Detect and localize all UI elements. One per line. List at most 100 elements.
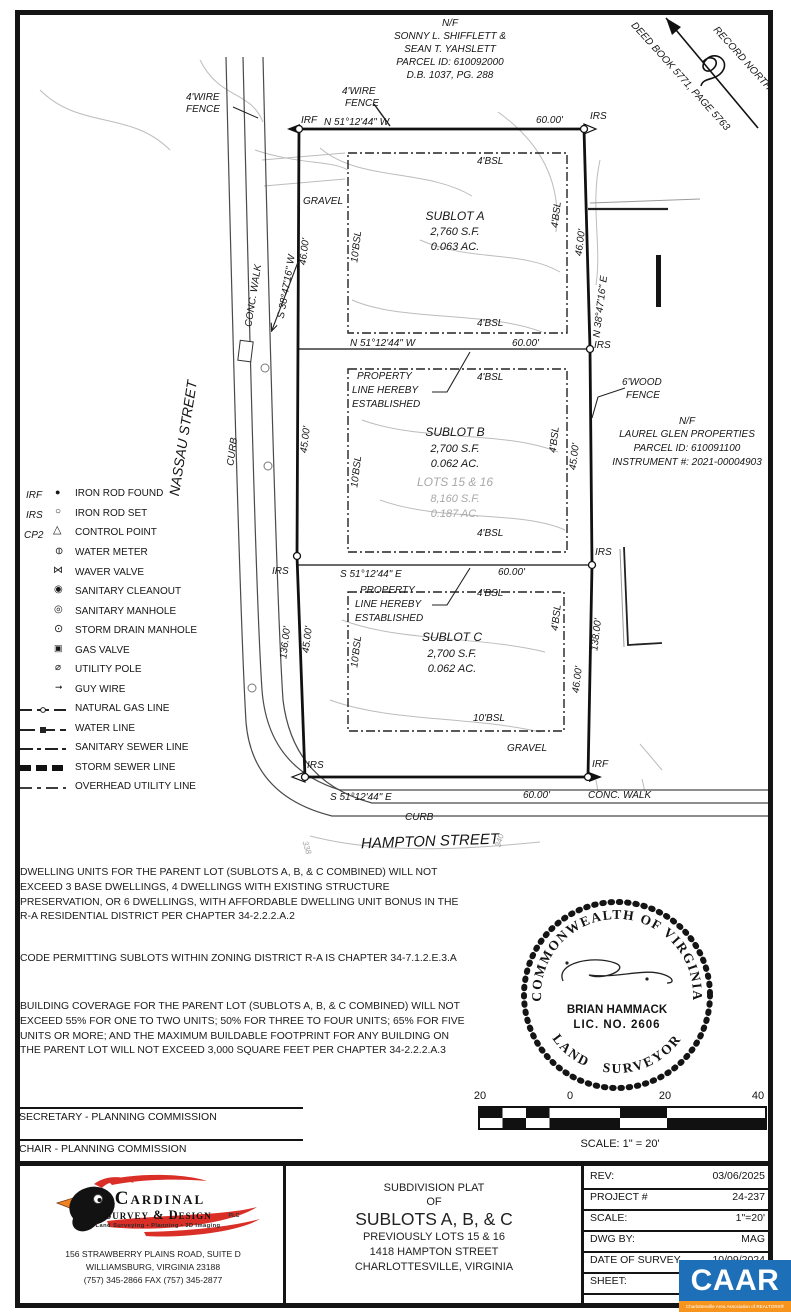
info-scale-label: SCALE: <box>590 1212 628 1224</box>
control-point-icon: △ <box>53 524 62 536</box>
plat-title-line6: CHARLOTTESVILLE, VIRGINIA <box>354 1261 514 1273</box>
gravel-label-south: GRAVEL <box>507 743 548 754</box>
curb-label-hampton: CURB <box>405 812 434 823</box>
setback-lines <box>347 152 568 732</box>
firm-phone: (757) 345-2866 FAX (757) 345-2877 <box>83 1275 223 1285</box>
bsl-a-top: 4'BSL <box>477 156 504 167</box>
note-code-permitting: CODE PERMITTING SUBLOTS WITHIN ZONING DI… <box>20 953 457 964</box>
caar-logo-tagline: Charlottesville Area Association of REAL… <box>685 1304 785 1309</box>
info-sheet-label: SHEET: <box>590 1275 627 1287</box>
firm-name-line2: Survey & Design <box>104 1208 212 1222</box>
adjoiner-east-parcel: PARCEL ID: 610091100 <box>633 443 741 454</box>
natural-gas-line-icon <box>20 707 66 713</box>
legend-label-water-meter: WATER METER <box>75 547 148 558</box>
firm-tagline: Land Surveying • Planning • 3D Imaging <box>95 1223 221 1229</box>
info-dwg-label: DWG BY: <box>590 1233 635 1245</box>
wood-fence-label-a: 6'WOOD <box>622 377 662 388</box>
legend-label-gas-valve: GAS VALVE <box>75 645 130 656</box>
caar-logo: CAAR Charlottesville Area Association of… <box>679 1260 791 1313</box>
bearing-divider-ab: N 51°12'44" W <box>350 338 416 349</box>
legend-prefix-cp2: CP2 <box>24 530 44 541</box>
titleblock-top-border <box>15 1161 773 1166</box>
parent-lot-name: LOTS 15 & 16 <box>416 475 494 489</box>
sheet-border <box>15 10 773 1308</box>
plat-title-line3: SUBLOTS A, B, & C <box>355 1209 513 1229</box>
prop-line-ab-1: PROPERTY <box>357 371 412 382</box>
secretary-label: SECRETARY - PLANNING COMMISSION <box>19 1111 217 1123</box>
legend-label-natural-gas-line: NATURAL GAS LINE <box>75 703 170 714</box>
plat-title-line1: SUBDIVISION PLAT <box>383 1182 485 1194</box>
sanitary-manhole-icon: ◎ <box>54 604 63 615</box>
prop-line-ab-2: LINE HEREBY <box>352 385 419 396</box>
iron-rod-set-icon: ○ <box>55 506 62 517</box>
marker-irs-west: IRS <box>272 566 289 577</box>
utility-pole-icon: ⌀ <box>55 662 62 673</box>
info-scale-value: 1"=20' <box>735 1212 765 1224</box>
parent-lot-ac: 0.187 AC. <box>430 508 480 520</box>
legend-label-iron-rod-found: IRON ROD FOUND <box>75 488 164 499</box>
adjoiner-north-name1: SONNY L. SHIFFLETT & <box>393 31 507 42</box>
gravel-label-north: GRAVEL <box>303 196 344 207</box>
marker-irs-sw: IRS <box>307 760 324 771</box>
secretary-signature-line <box>18 1107 303 1109</box>
bsl-c-bottom: 10'BSL <box>473 713 505 724</box>
plat-title-line2: OF <box>426 1196 442 1208</box>
bearing-north-line: N 51°12'44" W <box>324 117 390 128</box>
sublot-a-ac: 0.063 AC. <box>430 241 480 253</box>
legend-label-storm-sewer-line: STORM SEWER LINE <box>75 762 176 773</box>
scale-tick-20-right: 20 <box>658 1090 672 1102</box>
info-row-line-4 <box>583 1251 773 1253</box>
info-project-value: 24-237 <box>732 1191 765 1203</box>
sanitary-sewer-line-icon <box>20 748 66 750</box>
legend-label-overhead-utility-line: OVERHEAD UTILITY LINE <box>75 781 196 792</box>
sublot-b-ac: 0.062 AC. <box>430 458 480 470</box>
sublot-a-name: SUBLOT A <box>425 209 485 223</box>
storm-drain-manhole-icon: ⊙ <box>54 623 64 635</box>
dim-south-line: 60.00' <box>523 790 550 801</box>
water-meter-icon: ⊖ <box>53 546 65 556</box>
adjoiner-north-parcel: PARCEL ID: 610092000 <box>396 57 504 68</box>
north-arrow <box>665 17 759 129</box>
marker-irs-east1: IRS <box>594 340 611 351</box>
adjoiner-east-name: LAUREL GLEN PROPERTIES <box>619 429 755 440</box>
bearing-divider-bc: S 51°12'44" E <box>340 569 402 580</box>
chair-signature-line <box>18 1139 303 1141</box>
info-row-line-1 <box>583 1188 773 1190</box>
legend-prefix-irf: IRF <box>26 490 43 501</box>
wire-fence-label-1b: FENCE <box>186 104 220 115</box>
legend-label-sanitary-sewer-line: SANITARY SEWER LINE <box>75 742 189 753</box>
gas-valve-icon: ▣ <box>54 643 63 653</box>
firm-address-2: WILLIAMSBURG, VIRGINIA 23188 <box>85 1262 221 1272</box>
utility-symbols <box>237 339 273 693</box>
guy-wire-icon: ➞ <box>55 682 63 692</box>
bearing-south-line: S 51°12'44" E <box>330 792 392 803</box>
wire-fence-label-2a: 4'WIRE <box>342 86 376 97</box>
info-rev-label: REV: <box>590 1170 615 1182</box>
info-row-line-2 <box>583 1209 773 1211</box>
dim-divider-ab: 60.00' <box>512 338 539 349</box>
info-survey-label: DATE OF SURVEY <box>590 1254 681 1266</box>
wood-fence-label-b: FENCE <box>626 390 660 401</box>
bsl-b-bottom: 4'BSL <box>477 528 504 539</box>
dim-north-line: 60.00' <box>536 115 563 126</box>
sublot-c-name: SUBLOT C <box>421 630 482 644</box>
sublot-c-ac: 0.062 AC. <box>427 663 477 675</box>
bsl-b-top: 4'BSL <box>477 372 504 383</box>
scale-caption: SCALE: 1" = 20' <box>580 1138 660 1150</box>
info-row-line-3 <box>583 1230 773 1232</box>
adjoiner-east-nf: N/F <box>678 416 696 427</box>
info-rev-value: 03/06/2025 <box>712 1170 765 1182</box>
legend-label-sanitary-manhole: SANITARY MANHOLE <box>75 606 177 617</box>
prop-line-bc-1: PROPERTY <box>360 585 415 596</box>
scale-tick-20-left: 20 <box>473 1090 487 1102</box>
legend-prefix-irs: IRS <box>26 510 43 521</box>
leader-lines <box>272 261 626 606</box>
legend-label-control-point: CONTROL POINT <box>75 527 157 538</box>
wire-fence-label-2b: FENCE <box>345 98 379 109</box>
sanitary-cleanout-icon: ◉ <box>54 584 63 595</box>
parcel-boundary <box>295 127 594 779</box>
note-building-coverage: BUILDING COVERAGE FOR THE PARENT LOT (SU… <box>20 1001 465 1057</box>
caar-logo-strip: Charlottesville Area Association of REAL… <box>679 1301 791 1312</box>
chair-label: CHAIR - PLANNING COMMISSION <box>19 1143 187 1155</box>
